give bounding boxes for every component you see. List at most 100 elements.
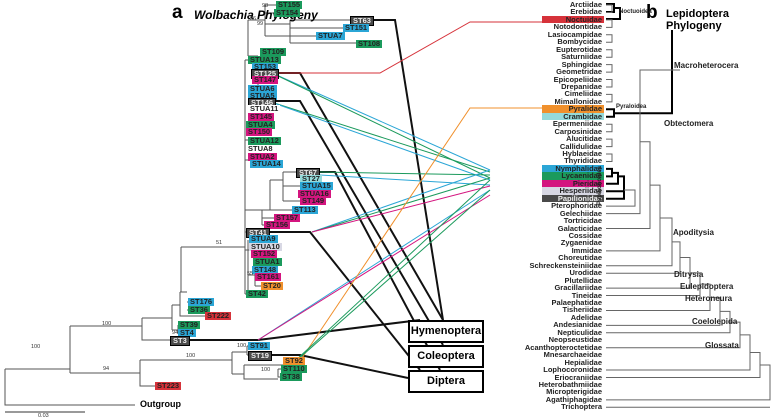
- wolbachia-tip-stua11: STUA11: [248, 104, 281, 113]
- wolbachia-tip-stua8: STUA8: [246, 144, 275, 153]
- lepidoptera-family-drepanidae: Drepanidae: [561, 81, 602, 91]
- lepidoptera-family-noctuidae: Noctuidae: [542, 16, 604, 24]
- wolbachia-tip-st110: ST110: [281, 364, 307, 373]
- lepidoptera-family-alucitidae: Alucitidae: [566, 134, 602, 144]
- host-association-link: [257, 189, 491, 341]
- lepidoptera-family-lophocoronidae: Lophocoronidae: [543, 365, 602, 375]
- lepidoptera-branch: [606, 4, 613, 13]
- lepidoptera-backbone: [606, 217, 673, 267]
- lepidoptera-family-arctiidae: Arctiidae: [569, 0, 602, 9]
- lepidoptera-family-hyblaeidae: Hyblaeidae: [562, 149, 602, 158]
- lepidoptera-family-crambidae: Crambidae: [542, 113, 604, 121]
- lepidoptera-family-plutellidae: Plutellidae: [564, 275, 602, 285]
- clade-label-coelolepida: Coelolepida: [692, 317, 738, 326]
- wolbachia-tip-stua15: STUA15: [300, 181, 333, 190]
- bootstrap-value: 100: [261, 367, 271, 373]
- clade-label-obtectomera: Obtectomera: [664, 119, 714, 128]
- lepidoptera-branch: [606, 153, 613, 162]
- wolbachia-tip-st27: ST27: [300, 174, 322, 183]
- wolbachia-tip-st42: ST42: [246, 289, 268, 298]
- lepidoptera-branch: [606, 189, 636, 207]
- lepidoptera-family-pterophoridae: Pterophoridae: [551, 201, 602, 211]
- wolbachia-tip-st19: ST19: [248, 351, 272, 361]
- wolbachia-tip-stua6: STUA6: [248, 84, 277, 93]
- lepidoptera-backbone: [606, 141, 651, 229]
- lepidoptera-branch: [606, 49, 613, 58]
- lepidoptera-family-geometridae: Geometridae: [556, 67, 602, 77]
- wolbachia-tip-st145: ST145: [248, 112, 275, 121]
- outgroup-label: Outgroup: [140, 399, 181, 409]
- lepidoptera-family-schreckensteiniidae: Schreckensteiniidae: [529, 260, 602, 270]
- wolbachia-tip-st154: ST154: [274, 8, 301, 17]
- lepidoptera-family-gracillariidae: Gracillariidae: [554, 283, 602, 293]
- wolbachia-branch: [179, 292, 205, 317]
- lepidoptera-family-urodidae: Urodidae: [569, 268, 602, 278]
- wolbachia-tip-st20: ST20: [261, 281, 283, 290]
- wolbachia-tip-st3: ST3: [170, 336, 190, 346]
- wolbachia-tip-st92: ST92: [283, 356, 305, 365]
- lepidoptera-family-epermeniidae: Epermeniidae: [552, 119, 602, 129]
- wolbachia-branch: [139, 360, 155, 387]
- lepidoptera-family-erebidae: Erebidae: [570, 7, 602, 17]
- panel-b-title: Lepidoptera Phylogeny: [666, 8, 729, 32]
- lepidoptera-family-tortricidae: Tortricidae: [563, 216, 602, 226]
- bootstrap-value: 98: [262, 3, 269, 9]
- host-association-link: [299, 107, 560, 362]
- bootstrap-value: 99: [257, 21, 264, 27]
- lepidoptera-family-zygaenidae: Zygaenidae: [560, 238, 602, 248]
- wolbachia-tip-st109: ST109: [260, 47, 287, 56]
- host-hymenoptera: Hymenoptera: [408, 320, 484, 343]
- lepidoptera-family-pyralidae: Pyralidae: [542, 105, 604, 113]
- wolbachia-tip-stua4: STUA4: [246, 120, 275, 129]
- bootstrap-value: 94: [172, 330, 179, 336]
- lepidoptera-family-mnesarchaeidae: Mnesarchaeidae: [543, 350, 602, 360]
- wolbachia-tip-st39: ST39: [178, 320, 200, 329]
- wolbachia-tip-stua12: STUA12: [248, 136, 281, 145]
- wolbachia-branch: [269, 180, 292, 211]
- clade-label-pyraloidea: Pyraloidea: [616, 104, 647, 110]
- wolbachia-tip-st151: ST151: [343, 23, 370, 32]
- lepidoptera-family-lycaenidae: Lycaenidae: [542, 172, 604, 180]
- pyraloidea-stem: [614, 30, 673, 115]
- wolbachia-tip-stua10: STUA10: [249, 242, 282, 251]
- lepidoptera-family-bombycidae: Bombycidae: [557, 37, 602, 47]
- wolbachia-tip-st149: ST149: [300, 196, 327, 205]
- lepidoptera-family-hepialidae: Hepialidae: [564, 357, 602, 367]
- panel-a-letter: a: [172, 2, 183, 23]
- clade-label-papilionoidea: Papilionoidea: [597, 165, 603, 205]
- lepidoptera-family-saturniidae: Saturniidae: [561, 52, 602, 62]
- lepidoptera-family-carposinidae: Carposinidae: [554, 126, 602, 136]
- host-link: [268, 100, 444, 346]
- host-association-link: [319, 171, 491, 176]
- lepidoptera-family-notodontidae: Notodontidae: [553, 22, 602, 32]
- lepidoptera-family-choreutidae: Choreutidae: [558, 253, 602, 263]
- panel-b-letter: b: [646, 2, 658, 23]
- clade-label-ditrysia: Ditrysia: [674, 270, 704, 279]
- lepidoptera-family-pieridae: Pieridae: [542, 180, 604, 188]
- host-association-link: [267, 100, 491, 181]
- host-association-link: [271, 72, 491, 179]
- lepidoptera-family-agathiphagidae: Agathiphagidae: [545, 394, 602, 404]
- clade-label-noctuoidea: Noctuoidea: [619, 9, 652, 15]
- bootstrap-value: 100: [102, 321, 112, 327]
- pyraloidea-branch: [606, 108, 615, 118]
- bootstrap-value: 55: [247, 271, 254, 277]
- wolbachia-tip-stua7: STUA7: [316, 31, 345, 40]
- host-association-link: [272, 21, 560, 74]
- wolbachia-tip-stua5: STUA5: [248, 91, 277, 100]
- lepidoptera-family-gelechiidae: Gelechiidae: [559, 208, 602, 218]
- bootstrap-value: 100: [31, 344, 41, 350]
- noctuoidea-branch: [606, 3, 621, 20]
- host-association-link: [271, 72, 491, 171]
- wolbachia-tip-stua9: STUA9: [249, 234, 278, 243]
- wolbachia-tip-st157: ST157: [274, 213, 301, 222]
- lepidoptera-family-neopseustidae: Neopseustidae: [548, 335, 602, 345]
- wolbachia-tip-st176: ST176: [188, 297, 215, 306]
- host-link: [371, 19, 444, 321]
- lepidoptera-family-sphingidae: Sphingidae: [561, 59, 602, 69]
- wolbachia-branch: [141, 318, 170, 341]
- wolbachia-tip-st108: ST108: [356, 39, 383, 48]
- host-association-link: [294, 179, 491, 362]
- lepidoptera-family-cimeliidae: Cimeliidae: [564, 89, 602, 99]
